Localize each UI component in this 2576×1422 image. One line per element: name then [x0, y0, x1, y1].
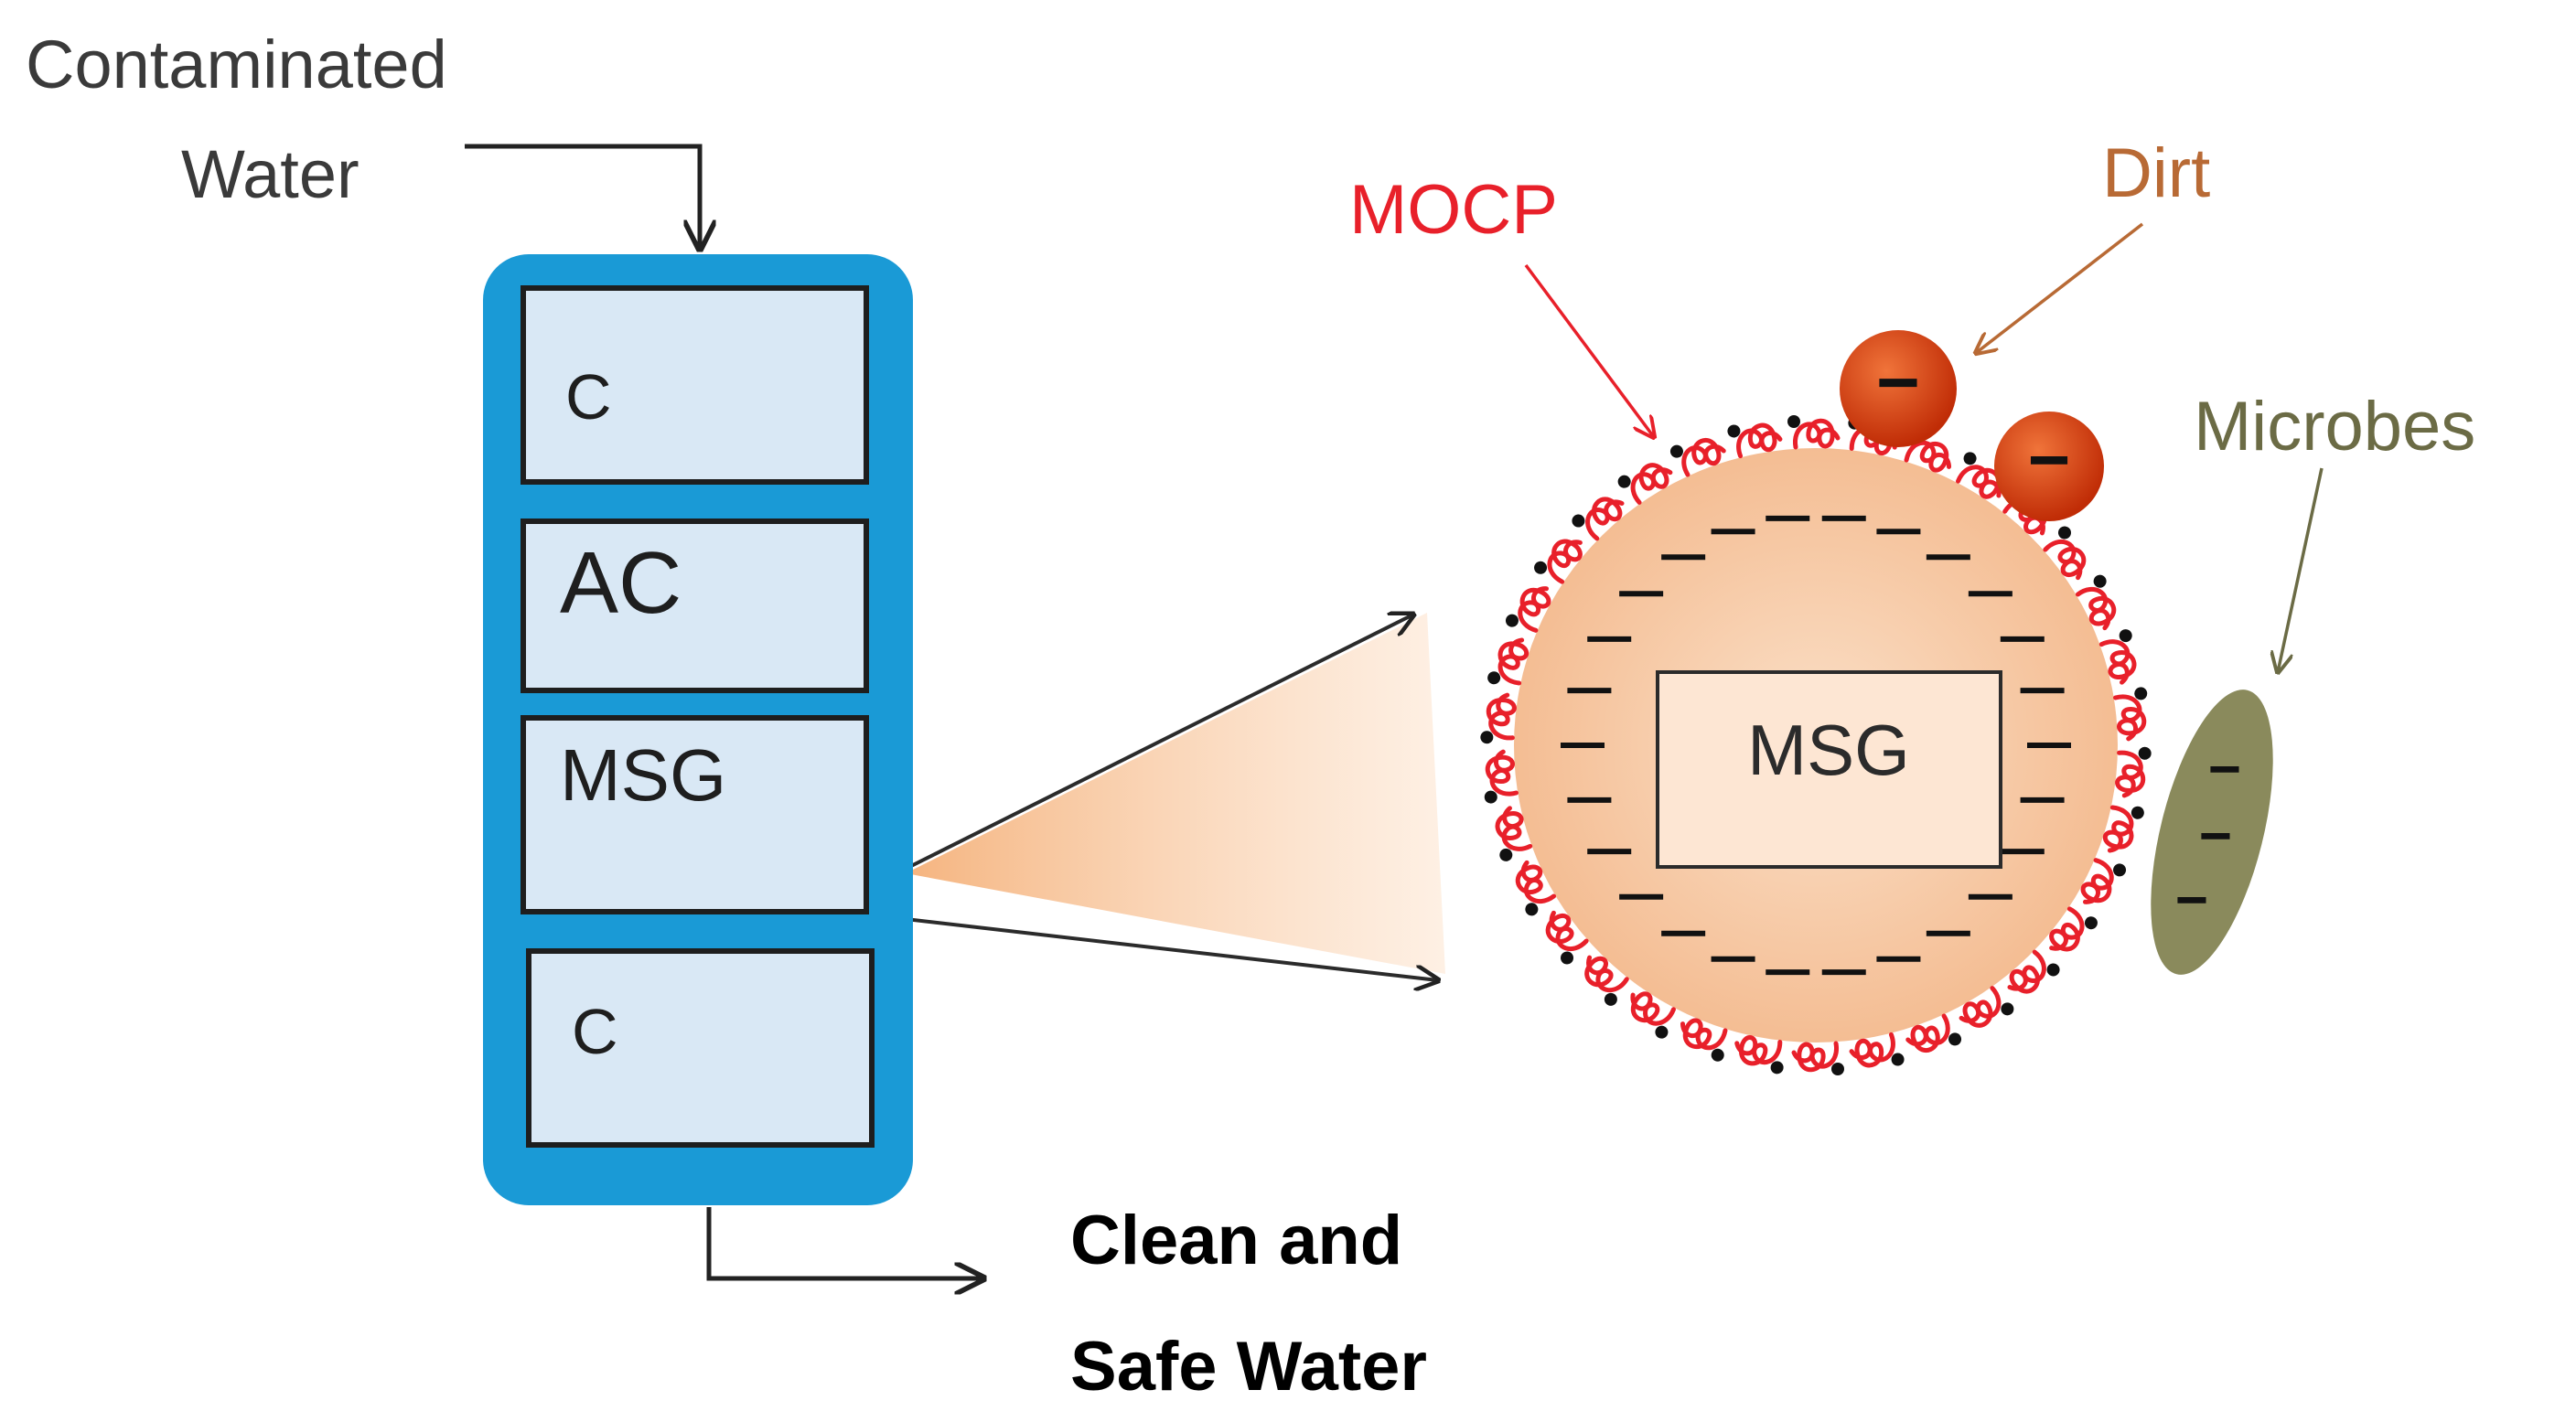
mocp-strand: [1534, 539, 1583, 584]
mocp-strand: [2115, 746, 2152, 798]
microbes-pointer: [2278, 467, 2324, 672]
water-label: Water: [181, 136, 360, 212]
mocp-strand: [1545, 910, 1589, 965]
dirt-label: Dirt: [2102, 134, 2210, 212]
mocp-strand: [2007, 949, 2060, 994]
microbe-charge-2: −: [2199, 805, 2232, 868]
mocp-strand: [1959, 986, 2014, 1028]
dirt-pointer: [1976, 222, 2144, 353]
mocp-strand: [1849, 1032, 1905, 1068]
mocp-strand: [1505, 586, 1551, 633]
mocp-strand: [1734, 1035, 1784, 1075]
mocp-strand: [1487, 637, 1530, 686]
surface-charges: [1561, 515, 2071, 976]
mocp-strand: [1669, 437, 1726, 477]
mocp-strand: [1727, 422, 1783, 459]
mocp-strand: [1484, 749, 1519, 804]
zoom-cone: [906, 613, 1445, 974]
inlet-arrow: [465, 144, 700, 249]
mocp-strand: [2098, 629, 2137, 685]
column-layer-2: [521, 519, 869, 693]
mocp-strand: [1572, 497, 1625, 541]
zoom-arrow-bottom: [905, 917, 1438, 980]
mocp-strand: [1617, 463, 1673, 505]
mocp-strand: [2080, 858, 2127, 904]
column-layer-3: [521, 715, 869, 914]
mocp-strand: [2102, 805, 2144, 853]
mocp-coating: [1480, 415, 2152, 1075]
mocp-label: MOCP: [1349, 171, 1558, 249]
safe-water-label: Safe Water: [1070, 1328, 1427, 1406]
contaminated-label: Contaminated: [26, 27, 447, 102]
microbe-charge-1: −: [2208, 738, 2241, 801]
dirt-charge-2: −: [2028, 419, 2071, 500]
mocp-strand: [1584, 955, 1629, 1006]
dirt-particle-2: −: [1994, 412, 2104, 521]
mocp-strand: [2049, 906, 2098, 952]
column-layer-1: [521, 285, 869, 485]
mocp-strand: [2075, 574, 2117, 631]
column-layer-label-3: MSG: [560, 734, 726, 816]
mocp-strand: [1680, 1018, 1728, 1062]
msg-core-label: MSG: [1747, 710, 1910, 790]
zoom-arrow-top: [905, 615, 1413, 871]
msg-core-box: [1656, 670, 2002, 869]
column-layers: C AC MSG C: [521, 285, 875, 1148]
mocp-strand: [2043, 526, 2087, 581]
microbe: − − −: [2151, 690, 2273, 975]
mocp-strand: [1787, 415, 1841, 450]
clean-and-label: Clean and: [1070, 1202, 1402, 1279]
column-layer-label-4: C: [572, 996, 618, 1067]
microbes-label: Microbes: [2194, 388, 2475, 465]
mocp-strand: [1791, 1041, 1844, 1075]
mocp-strand: [1630, 991, 1676, 1039]
mocp-strand: [2113, 687, 2148, 742]
mocp-strand: [1480, 692, 1517, 744]
mocp-strand: [1905, 1013, 1962, 1053]
dirt-charge-1: −: [1876, 341, 1920, 424]
mocp-pointer: [1524, 263, 1654, 437]
column-layer-label-2: AC: [560, 534, 682, 632]
mocp-strand: [1495, 806, 1533, 861]
column-layer-label-1: C: [565, 361, 612, 433]
column-layer-4: [526, 948, 875, 1148]
dirt-particle-1: −: [1840, 330, 1957, 447]
mocp-strand: [1515, 860, 1557, 916]
outlet-arrow: [706, 1207, 983, 1278]
microbe-charge-3: −: [2175, 869, 2208, 932]
mocp-strand: [1956, 452, 2002, 499]
